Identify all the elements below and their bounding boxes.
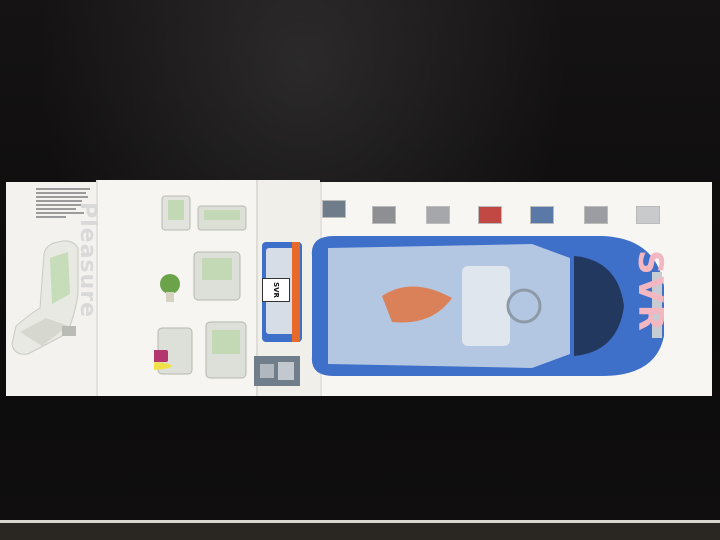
fold-line [256, 180, 258, 396]
fold-line [96, 180, 98, 396]
seat-configurations [154, 195, 247, 379]
left-text-block [36, 186, 92, 220]
rear-badge: SVR [262, 278, 290, 302]
small-interior-photo [254, 356, 300, 386]
car-brochure: Pleasure SVR [6, 180, 712, 398]
front-seat-illustration [11, 240, 79, 355]
svr-logo: SVR [630, 250, 670, 333]
pleasure-heading: Pleasure [75, 202, 100, 318]
car-cutaway-illustration [311, 236, 664, 376]
floor-strip [0, 520, 720, 540]
